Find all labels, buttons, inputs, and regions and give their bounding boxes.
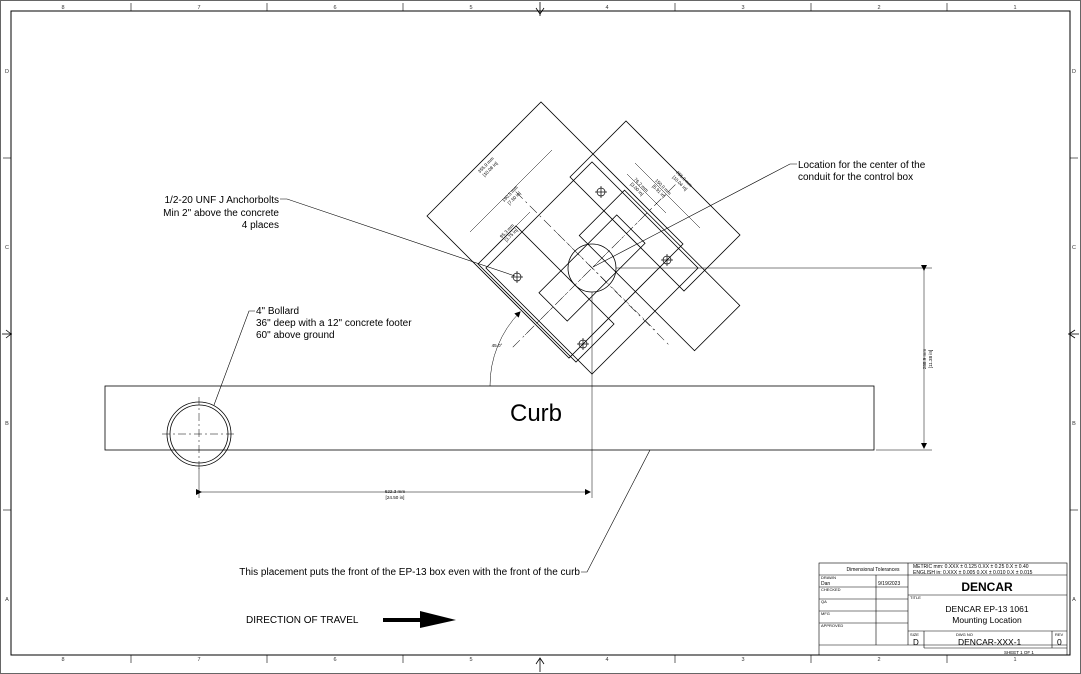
company-name: DENCAR — [961, 580, 1013, 594]
direction-of-travel-label: DIRECTION OF TRAVEL — [246, 615, 359, 626]
curb-outline — [104, 385, 875, 451]
bollard — [162, 397, 236, 471]
approved-label: APPROVED — [821, 623, 843, 628]
title-label: TITLE — [910, 595, 921, 600]
leader-lines — [213, 163, 797, 573]
zone-row-label: D — [5, 69, 9, 75]
curb-label: Curb — [510, 400, 562, 427]
note-anchorbolts-line: 1/2-20 UNF J Anchorbolts — [165, 195, 280, 206]
zone-col-label: 8 — [61, 5, 64, 11]
zone-row-label: C — [5, 245, 9, 251]
note-bollard-line: 60" above ground — [256, 330, 335, 341]
size-label: SIZE — [910, 632, 919, 637]
zone-row-label: B — [5, 421, 9, 427]
zone-col-label: 1 — [1013, 5, 1016, 11]
drawn-label: DRAWN — [821, 575, 836, 580]
dim-bollard-offset: 622.3 mm — [385, 489, 406, 494]
rev-label: REV — [1055, 632, 1064, 637]
zone-col-label: 4 — [605, 657, 608, 663]
zone-row-label: A — [1072, 597, 1076, 603]
dim-curb-height-in: [11.38 in] — [928, 350, 933, 369]
drawn-date: 9/19/2023 — [878, 581, 900, 587]
title-block — [818, 562, 1068, 656]
conduit — [524, 207, 656, 336]
mfg-label: MFG — [821, 611, 830, 616]
zone-labels: 8 7 6 5 4 3 2 1 8 7 6 5 4 3 2 1 D C B A … — [5, 5, 1076, 663]
title-block-text: Dimensional Tolerances METRIC mm: 0.XXX … — [821, 564, 1064, 655]
dwg-no-label: DWG NO — [956, 632, 973, 637]
tolerances-english: ENGLISH in: 0.XXX ± 0.005 0.XX ± 0.010 0… — [913, 570, 1033, 576]
note-bollard-line: 4" Bollard — [256, 306, 299, 317]
tolerances-metric: METRIC mm: 0.XXX ± 0.125 0.XX ± 0.25 0.X… — [913, 564, 1029, 570]
zone-col-label: 7 — [197, 657, 200, 663]
note-anchorbolts-line: 4 places — [242, 220, 279, 231]
zone-col-label: 6 — [333, 5, 336, 11]
dimension-lines — [196, 101, 932, 498]
note-conduit-line: Location for the center of the — [798, 160, 926, 171]
zone-col-label: 3 — [741, 657, 744, 663]
drawing-title-line2: Mounting Location — [952, 615, 1022, 625]
zone-col-label: 5 — [469, 5, 472, 11]
note-bollard: 4" Bollard 36" deep with a 12" concrete … — [256, 306, 412, 341]
zone-col-label: 4 — [605, 5, 608, 11]
note-bollard-line: 36" deep with a 12" concrete footer — [256, 318, 412, 329]
note-anchorbolts-line: Min 2" above the concrete — [163, 208, 279, 219]
dwg-no: DENCAR-XXX-1 — [958, 637, 1022, 647]
zone-row-label: D — [1072, 69, 1076, 75]
zone-row-label: B — [1072, 421, 1076, 427]
lower-bar — [477, 225, 615, 363]
dim-curb-height: 288.9 mm — [922, 349, 927, 370]
zone-col-label: 5 — [469, 657, 472, 663]
tolerances-label: Dimensional Tolerances — [847, 567, 900, 573]
zone-ticks — [3, 3, 1078, 663]
inner-border — [10, 10, 1071, 656]
direction-arrow-icon — [383, 611, 456, 628]
large-frame — [426, 101, 684, 359]
anchorbolts — [511, 186, 673, 350]
note-conduit-line: conduit for the control box — [798, 172, 913, 183]
rev-value: 0 — [1057, 637, 1062, 647]
zone-col-label: 2 — [877, 657, 880, 663]
sheet-number: SHEET 1 OF 1 — [1004, 650, 1034, 655]
zone-col-label: 8 — [61, 657, 64, 663]
zone-row-label: A — [5, 597, 9, 603]
zone-col-label: 3 — [741, 5, 744, 11]
drawn-by: Dan — [821, 581, 830, 587]
sheet-size: D — [913, 638, 919, 647]
zone-col-label: 6 — [333, 657, 336, 663]
dim-angle: 45.0° — [492, 343, 503, 348]
drawing-title-line1: DENCAR EP-13 1061 — [945, 604, 1028, 614]
dimension-texts: 622.3 mm [24.50 in] 288.9 mm [11.38 in] … — [385, 156, 933, 500]
qa-label: QA — [821, 599, 827, 604]
mount-bar-large — [578, 189, 741, 352]
zone-row-label: C — [1072, 245, 1076, 251]
zone-col-label: 1 — [1013, 657, 1016, 663]
note-anchorbolts: 1/2-20 UNF J Anchorbolts Min 2" above th… — [163, 195, 279, 231]
checked-label: CHECKED — [821, 587, 841, 592]
zone-col-label: 7 — [197, 5, 200, 11]
note-placement: This placement puts the front of the EP-… — [239, 567, 580, 578]
base-plate-assembly — [485, 161, 741, 375]
zone-col-label: 2 — [877, 5, 880, 11]
dim-bollard-offset-in: [24.50 in] — [386, 495, 405, 500]
note-conduit: Location for the center of the conduit f… — [798, 160, 926, 183]
plate-frames — [426, 101, 741, 363]
